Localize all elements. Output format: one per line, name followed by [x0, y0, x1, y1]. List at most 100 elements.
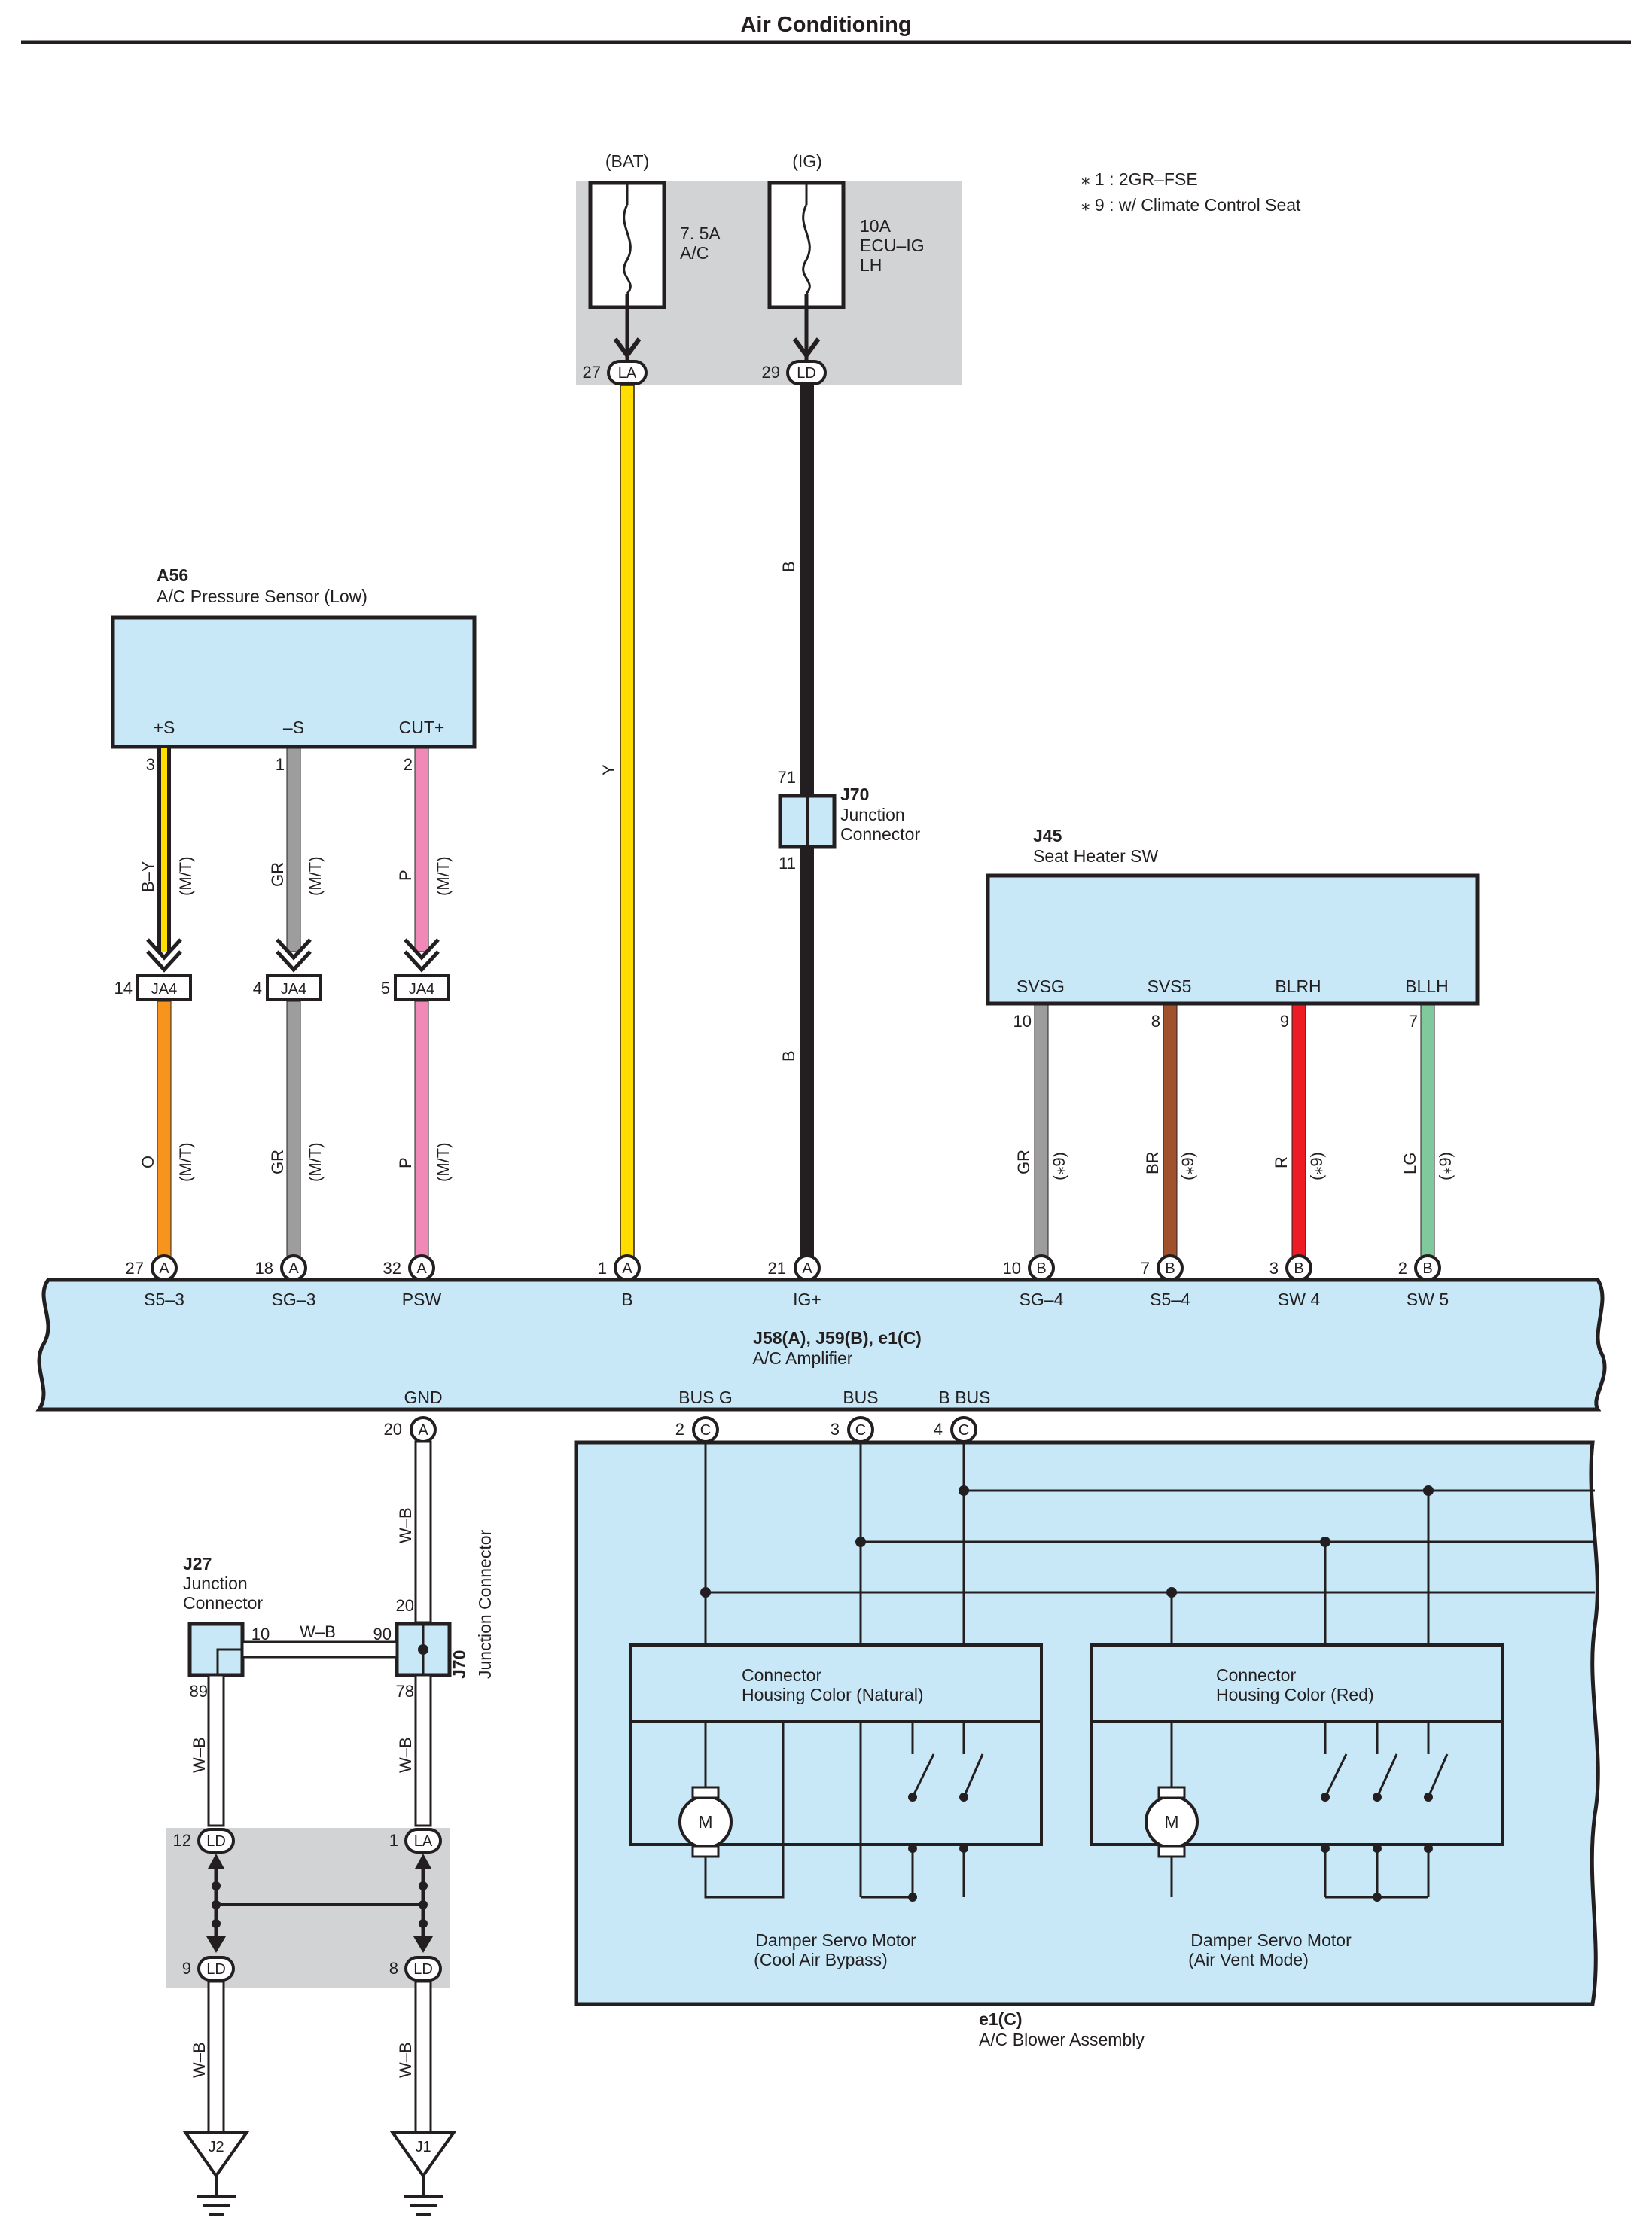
amp-top-pin-3-num: 32: [383, 1259, 401, 1278]
a56-wire-o: [157, 1001, 172, 1260]
a56-wire-label-bot-1: O: [139, 1156, 157, 1168]
ground-j1-label: J1: [415, 2139, 431, 2155]
amp-top-pin-8-num: 3: [1269, 1259, 1279, 1278]
amp-top-pin-4-num: 1: [598, 1259, 607, 1278]
j45-note-1: (⁎9): [1050, 1152, 1068, 1180]
amp-top-pin-9-term: SW 5: [1407, 1290, 1449, 1309]
bat-label: (BAT): [605, 151, 649, 171]
servo-1-name: Damper Servo Motor: [755, 1930, 916, 1950]
amp-top-pin-3-conn: A: [416, 1260, 427, 1277]
a56-pin-2: 1: [276, 755, 285, 774]
blower-assembly: Connector Housing Color (Natural) M Damp…: [574, 1440, 1600, 2049]
ground-j1-symbol: [389, 2131, 457, 2179]
a56-mt-top-1: (M/T): [176, 856, 195, 896]
wire-b-label-upper: B: [779, 561, 798, 572]
a56-wire-p: [414, 748, 429, 952]
jb2-pin-9-oval: [197, 1956, 235, 1982]
amp-top-pin-5-conn: A: [802, 1260, 812, 1277]
ja4-1-pin: 14: [114, 979, 133, 998]
amp-top-pin-6-term: SG–4: [1020, 1290, 1064, 1309]
ja4-1: [136, 974, 192, 1001]
j45-wire-label-3: R: [1272, 1156, 1291, 1168]
gnd-wire-2-label: W–B: [190, 1737, 209, 1773]
a56-wire-gr-lower: [286, 1001, 301, 1260]
fuse-ecu-rating: 10A: [860, 216, 892, 236]
j70-bottom-name: Junction Connector: [475, 1529, 495, 1679]
amp-bot-pin-2-term: BUS G: [678, 1388, 733, 1407]
amp-top-pin-6-num: 10: [1003, 1259, 1021, 1278]
j70b-pin-78: 78: [396, 1682, 414, 1701]
j45-pin-1: 10: [1013, 1012, 1032, 1031]
amp-top-pin-2-num: 18: [255, 1259, 273, 1278]
ig-label: (IG): [792, 151, 822, 171]
switch-1a: [911, 1753, 935, 1798]
j45-wire-label-1: GR: [1014, 1150, 1033, 1174]
j70-bottom-id: J70: [450, 1650, 469, 1679]
note-1: ⁎ 1 : 2GR–FSE: [1081, 169, 1198, 189]
ground-circuit: W–B 20 90 78 J70 Junction Connector J27 …: [166, 1440, 495, 2216]
servo-2-connector-2: Housing Color (Red): [1216, 1685, 1374, 1704]
a56-wire-label-top-3: P: [396, 870, 415, 881]
switch-1b: [962, 1753, 984, 1798]
fuse-ecu-name: ECU–IG: [860, 236, 925, 255]
amp-top-pin-5-term: IG+: [793, 1290, 821, 1309]
gnd-wire-horizontal: [241, 1640, 398, 1659]
gnd-wire-5-label: W–B: [396, 2042, 415, 2078]
j45-note-3: (⁎9): [1307, 1152, 1326, 1180]
jb2-pin-8-num: 8: [389, 1959, 398, 1978]
amp-top-pin-9: [1414, 1254, 1441, 1281]
j45-pin-2: 8: [1151, 1012, 1160, 1031]
j70-top-id: J70: [840, 784, 869, 804]
motor-1-label: M: [698, 1812, 712, 1832]
amp-bot-pin-1-term: GND: [404, 1388, 442, 1407]
ja4-3: [394, 974, 450, 1001]
j27-name-2: Connector: [183, 1593, 263, 1613]
a56-pin-1: 3: [146, 755, 155, 774]
j45-note-4: (⁎9): [1436, 1152, 1455, 1180]
a56-pressure-sensor: A56 A/C Pressure Sensor (Low) +S –S CUT+…: [111, 565, 477, 1260]
amp-bot-pin-3-conn: C: [855, 1422, 866, 1439]
j70b-pin-20: 20: [396, 1596, 414, 1615]
wire-b-upper: [800, 385, 814, 796]
diagram-title: Air Conditioning: [740, 13, 911, 37]
fuse-pin1-oval: [607, 360, 648, 385]
j45-name: Seat Heater SW: [1033, 846, 1158, 866]
j70-top-name-1: Junction: [840, 805, 905, 824]
gnd-wire-j27-down: [207, 1674, 225, 1827]
blower-box: [574, 1440, 1600, 2006]
amp-top-pin-2: [280, 1254, 307, 1281]
wire-y: [620, 385, 635, 1260]
j45-pin-3: 9: [1280, 1012, 1289, 1031]
amp-top-pin-3-term: PSW: [402, 1290, 442, 1309]
amp-top-pin-7-num: 7: [1141, 1259, 1150, 1278]
j27-internal: [216, 1648, 242, 1675]
a56-box: [111, 615, 477, 749]
j70-top-pin-out: 11: [779, 854, 796, 873]
amp-bot-pin-1-num: 20: [384, 1420, 402, 1439]
a56-wire-label-bot-3: P: [396, 1157, 415, 1168]
a56-wire-by-stripe: [161, 748, 167, 952]
ac-amplifier: 27 A S5–3 18 A SG–3 32 A PSW 1 A B 21 A …: [35, 1254, 1607, 1443]
j45-term-1: SVSG: [1016, 976, 1065, 996]
amp-top-pin-9-num: 2: [1398, 1259, 1407, 1278]
jb2-pin-8-oval: [404, 1956, 442, 1982]
j70-top-pin-in: 71: [778, 768, 796, 787]
amp-bot-pin-4-num: 4: [934, 1420, 943, 1439]
gnd-wire-1-label: W–B: [396, 1507, 415, 1543]
a56-wire-label-top-1: B–Y: [139, 861, 157, 892]
a56-pin-3: 2: [404, 755, 413, 774]
j45-wire-lg: [1420, 1004, 1435, 1260]
amplifier-box: [35, 1278, 1607, 1412]
a56-wire-label-top-2: GR: [268, 862, 287, 887]
amp-top-pin-2-conn: A: [288, 1260, 299, 1277]
jb2-pin-9-num: 9: [182, 1959, 191, 1978]
amp-bot-pin-2-conn: C: [700, 1422, 711, 1439]
jb2-pin-12-num: 12: [173, 1831, 191, 1850]
wire-y-label: Y: [599, 764, 618, 775]
gnd-wire-1: [414, 1440, 432, 1624]
j45-wire-br: [1163, 1004, 1178, 1260]
amp-bot-pin-2-num: 2: [675, 1420, 684, 1439]
servo-1-mode: (Cool Air Bypass): [754, 1950, 888, 1969]
a56-mt-top-2: (M/T): [306, 856, 325, 896]
